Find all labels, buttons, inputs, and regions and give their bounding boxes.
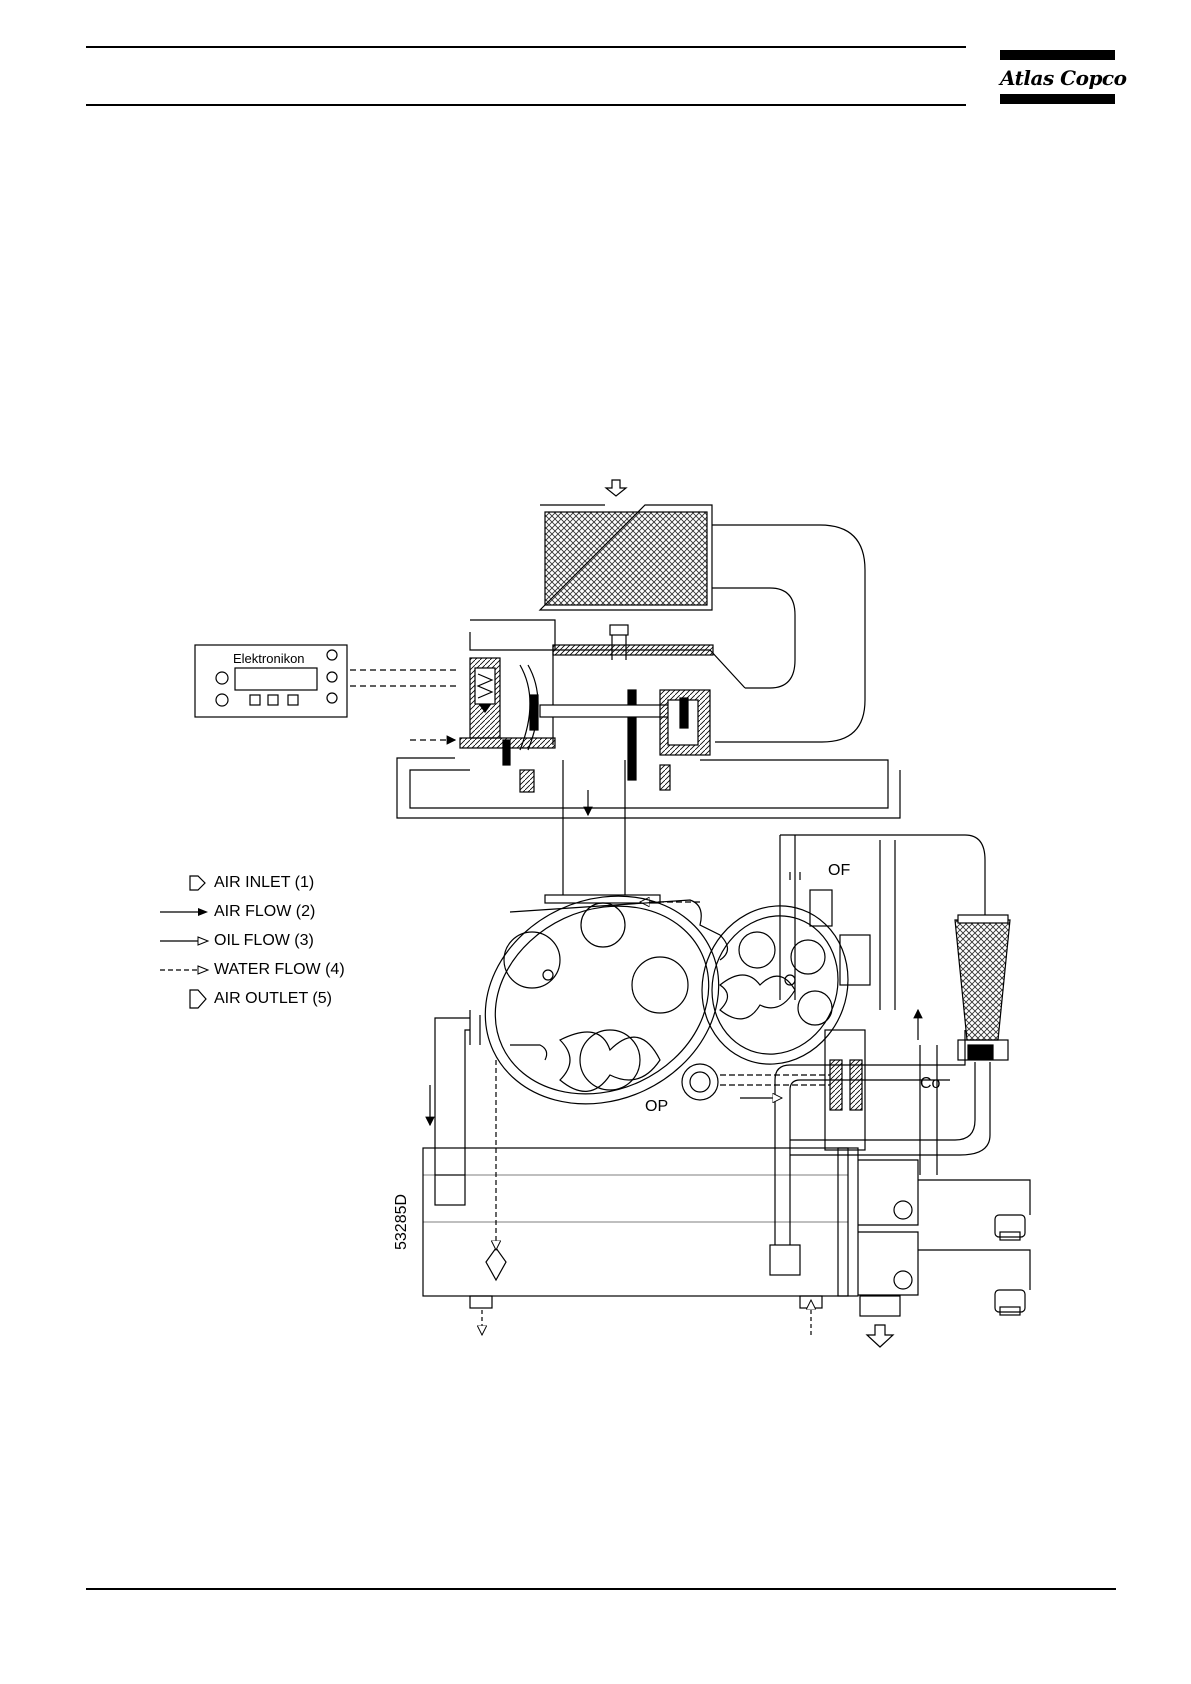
oil-separator-vessel xyxy=(423,1148,918,1316)
oil-pump xyxy=(682,1064,830,1100)
figure-number: 53285D xyxy=(393,1194,411,1250)
footer-rule xyxy=(86,1588,1116,1590)
legend-label: AIR INLET (1) xyxy=(214,874,314,892)
air-outlet-arrow-icon xyxy=(867,1325,893,1347)
separator-element xyxy=(790,915,1010,1155)
cooler-label: Co xyxy=(920,1075,940,1093)
air-inlet-arrow-icon xyxy=(606,480,626,496)
solid-arrow-icon xyxy=(160,901,210,923)
legend-label: AIR OUTLET (5) xyxy=(214,990,332,1008)
hollow-block-arrow-icon xyxy=(160,872,210,894)
inlet-valve xyxy=(460,620,745,792)
open-arrow-icon xyxy=(160,930,210,952)
drain-valves xyxy=(918,1180,1030,1315)
legend-label: WATER FLOW (4) xyxy=(214,961,345,979)
oil-filter-label: OF xyxy=(828,862,850,880)
legend-label: OIL FLOW (3) xyxy=(214,932,314,950)
elektronikon-label: Elektronikon xyxy=(233,651,305,666)
hollow-block-arrow-icon xyxy=(160,988,210,1010)
air-filter xyxy=(540,505,712,610)
oil-filter xyxy=(780,835,985,1010)
legend-label: AIR FLOW (2) xyxy=(214,903,315,921)
oil-pump-label: OP xyxy=(645,1098,668,1116)
dashed-arrow-icon xyxy=(160,959,210,981)
